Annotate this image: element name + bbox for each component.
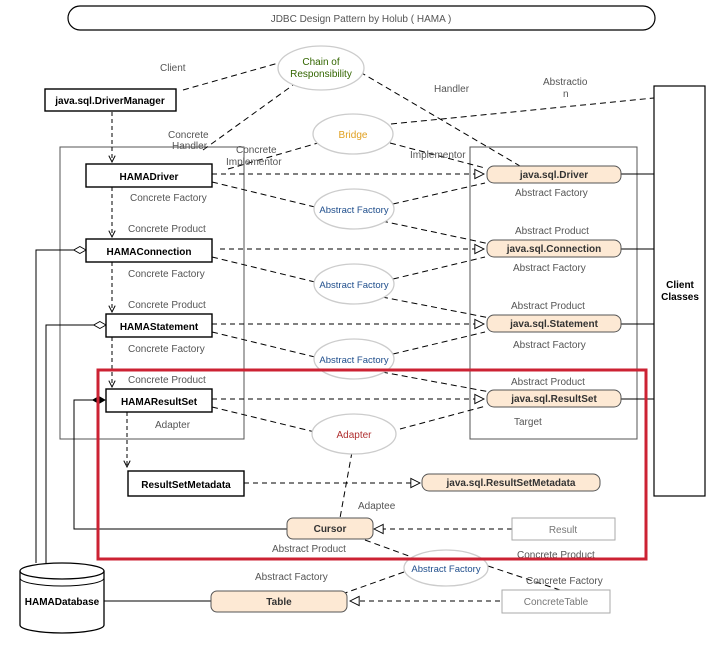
adapter-label: Adapter — [336, 430, 372, 441]
pattern-abstract-factory-1[interactable]: Abstract Factory — [313, 188, 395, 230]
role-af-r3: Abstract Factory — [513, 340, 586, 351]
af1-label: Abstract Factory — [319, 205, 388, 216]
role-ap-r2: Abstract Product — [511, 301, 585, 312]
interface-driver-label: java.sql.Driver — [519, 170, 588, 181]
role-abstraction-2: n — [563, 89, 569, 100]
diagram-title: JDBC Design Pattern by Holub ( HAMA ) — [271, 14, 452, 25]
af4-label: Abstract Factory — [411, 564, 480, 575]
interface-connection[interactable]: java.sql.Connection — [486, 239, 622, 258]
role-cp-bottom: Concrete Product — [517, 550, 595, 561]
class-result[interactable]: Result — [511, 517, 616, 541]
hama-driver-label: HAMADriver — [120, 172, 179, 183]
role-cp-3: Concrete Product — [128, 375, 206, 386]
role-ap-bottom: Abstract Product — [272, 544, 346, 555]
role-concrete-implementor-2: Implementor — [226, 157, 282, 168]
role-implementor: Implementor — [410, 150, 466, 161]
left-frame — [59, 146, 245, 440]
role-ap-r3: Abstract Product — [511, 377, 585, 388]
role-af-r1: Abstract Factory — [515, 188, 588, 199]
role-labels: Client Handler Abstractio n Concrete Han… — [128, 63, 603, 587]
hama-resultset-label: HAMAResultSet — [121, 397, 198, 408]
cursor-label: Cursor — [314, 524, 347, 535]
highlight-frame — [96, 368, 648, 561]
pattern-bridge[interactable]: Bridge — [312, 113, 394, 155]
interface-connection-label: java.sql.Connection — [506, 244, 601, 255]
role-cp-1: Concrete Product — [128, 224, 206, 235]
bridge-label: Bridge — [339, 130, 368, 141]
right-frame — [469, 146, 638, 440]
result-label: Result — [549, 525, 578, 536]
interface-driver[interactable]: java.sql.Driver — [486, 165, 622, 184]
role-af-bottom: Abstract Factory — [255, 572, 328, 583]
hama-connection-label: HAMAConnection — [107, 247, 192, 258]
af2-label: Abstract Factory — [319, 280, 388, 291]
role-cf-2: Concrete Factory — [128, 269, 205, 280]
role-adapter: Adapter — [155, 420, 191, 431]
client-classes-box — [653, 85, 706, 497]
class-driver-manager[interactable]: java.sql.DriverManager — [44, 88, 177, 112]
class-hama-driver[interactable]: HAMADriver — [85, 163, 213, 188]
role-cf-bottom: Concrete Factory — [526, 576, 603, 587]
pattern-abstract-factory-3[interactable]: Abstract Factory — [313, 338, 395, 380]
role-adaptee: Adaptee — [358, 501, 396, 512]
role-concrete-handler-1: Concrete — [168, 130, 209, 141]
driver-manager-label: java.sql.DriverManager — [54, 96, 165, 107]
pattern-adapter[interactable]: Adapter — [311, 413, 397, 455]
role-ap-r1: Abstract Product — [515, 226, 589, 237]
role-concrete-handler-2: Handler — [172, 141, 208, 152]
resultset-metadata-label: ResultSetMetadata — [141, 480, 231, 491]
class-resultset-metadata[interactable]: ResultSetMetadata — [127, 470, 245, 497]
pattern-lines — [182, 61, 655, 594]
pattern-abstract-factory-4[interactable]: Abstract Factory — [403, 549, 489, 587]
database-label: HAMADatabase — [25, 597, 100, 608]
class-concrete-table[interactable]: ConcreteTable — [501, 589, 611, 614]
interface-metadata-label: java.sql.ResultSetMetadata — [446, 478, 576, 489]
hama-database[interactable]: HAMADatabase — [19, 562, 105, 634]
client-classes-label-1: Client — [666, 280, 694, 291]
role-cf-1: Concrete Factory — [130, 193, 207, 204]
role-concrete-implementor-1: Concrete — [236, 145, 277, 156]
pattern-abstract-factory-2[interactable]: Abstract Factory — [313, 263, 395, 305]
title-box — [67, 5, 656, 31]
role-abstraction-1: Abstractio — [543, 77, 588, 88]
pattern-chain[interactable]: Chain of Responsibility — [277, 45, 365, 91]
af3-label: Abstract Factory — [319, 355, 388, 366]
hama-statement-label: HAMAStatement — [120, 322, 199, 333]
interface-resultset-label: java.sql.ResultSet — [510, 394, 597, 405]
client-classes-label-2: Classes — [661, 292, 699, 303]
interface-resultset-metadata[interactable]: java.sql.ResultSetMetadata — [421, 473, 601, 492]
class-hama-resultset[interactable]: HAMAResultSet — [105, 388, 213, 413]
class-hama-connection[interactable]: HAMAConnection — [85, 238, 213, 263]
client-connectors — [621, 173, 654, 400]
interface-statement[interactable]: java.sql.Statement — [486, 314, 622, 333]
role-cp-2: Concrete Product — [128, 300, 206, 311]
chain-label-2: Responsibility — [290, 69, 352, 80]
role-target: Target — [514, 417, 542, 428]
chain-label-1: Chain of — [302, 57, 339, 68]
realization-lines — [212, 174, 512, 601]
role-af-r2: Abstract Factory — [513, 263, 586, 274]
interface-resultset[interactable]: java.sql.ResultSet — [486, 389, 622, 408]
table-label: Table — [266, 597, 292, 608]
interface-statement-label: java.sql.Statement — [509, 319, 598, 330]
database-associations — [35, 245, 287, 606]
role-handler: Handler — [434, 84, 470, 95]
role-cf-3: Concrete Factory — [128, 344, 205, 355]
creation-arrows — [112, 112, 127, 467]
class-hama-statement[interactable]: HAMAStatement — [105, 313, 213, 338]
role-client: Client — [160, 63, 186, 74]
class-cursor[interactable]: Cursor — [286, 517, 374, 540]
concrete-table-label: ConcreteTable — [524, 597, 589, 608]
class-table[interactable]: Table — [210, 590, 348, 613]
